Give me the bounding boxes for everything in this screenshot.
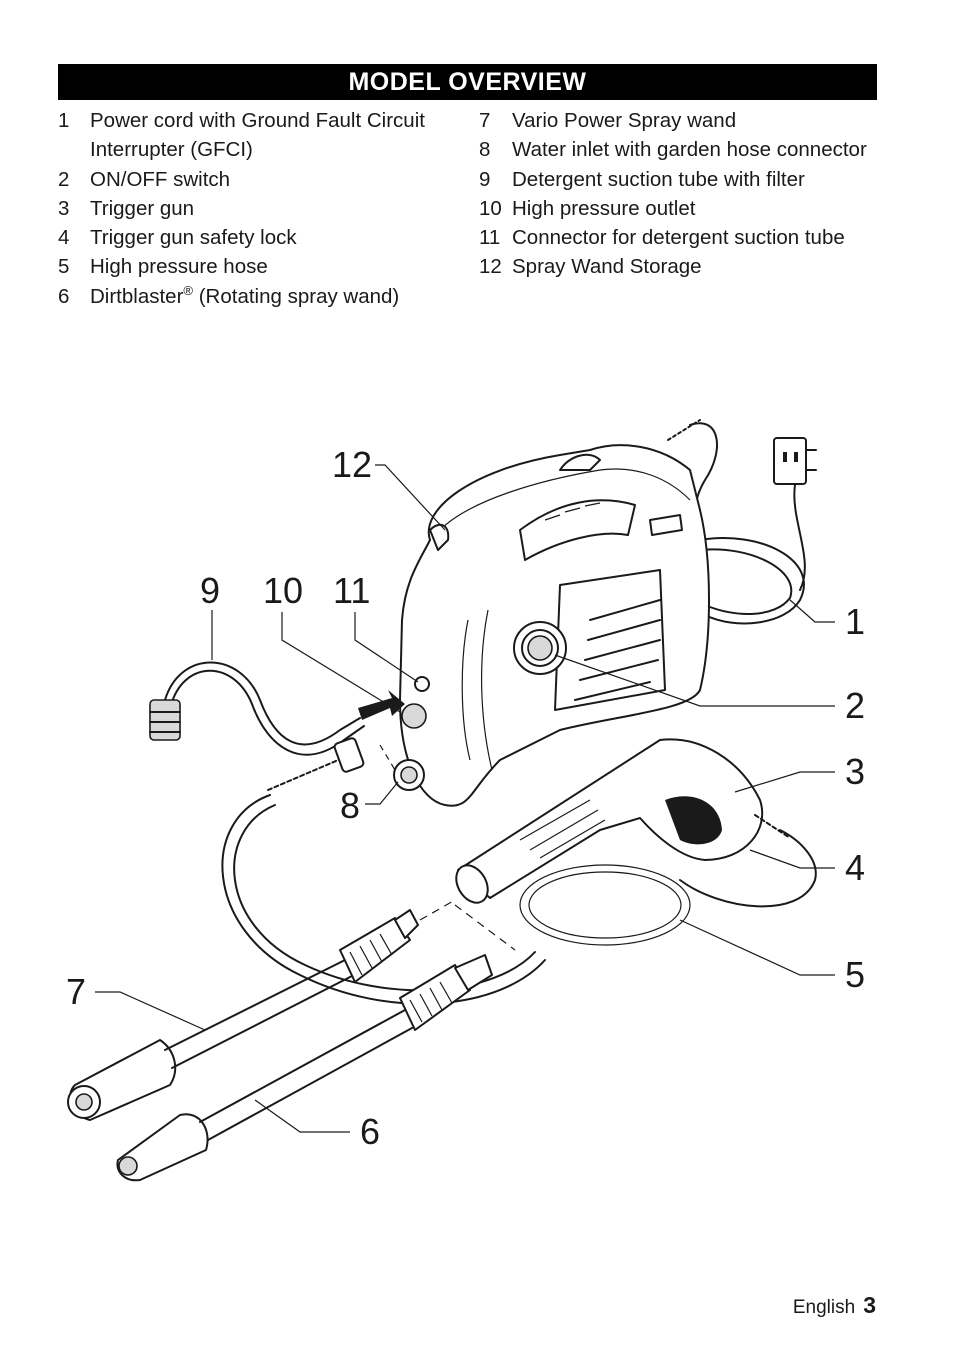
list-item: 9 Detergent suction tube with filter [479,165,889,194]
section-title-text: MODEL OVERVIEW [348,67,587,96]
list-item: 4 Trigger gun safety lock [58,223,458,252]
item-number: 10 [479,196,502,220]
item-number: 11 [479,226,501,250]
callout-leaders [95,464,835,1133]
page-footer: English 3 [793,1292,876,1319]
item-number: 9 [479,167,491,191]
callout-3: 3 [845,751,865,792]
item-number: 12 [479,255,502,279]
trigger-gun-illustration [455,738,791,904]
list-item: 12 Spray Wand Storage [479,252,889,281]
list-item: 7 Vario Power Spray wand [479,106,889,135]
vario-wand-illustration [67,909,419,1121]
item-number: 6 [58,284,70,308]
callout-12: 12 [332,444,372,485]
callout-9: 9 [200,570,220,611]
item-number: 4 [58,226,70,250]
item-label: Trigger gun [90,196,195,220]
suction-tube-illustration [149,661,405,756]
parts-list-right: 7 Vario Power Spray wand 8 Water inlet wit… [479,106,889,282]
parts-list-left: 1 Power cord with Ground Fault Circuit In… [58,106,458,311]
callout-7: 7 [66,971,86,1012]
footer-language: English [792,1297,856,1318]
pressure-washer-diagram: 1 2 3 4 5 6 7 8 9 10 11 12 [66,419,865,1182]
callout-5: 5 [845,954,865,995]
callout-2: 2 [845,685,865,726]
item-label: ON/OFF switch [90,167,231,191]
callout-11: 11 [333,570,370,611]
item-label: High pressure hose [90,255,268,279]
list-item: 3 Trigger gun [58,194,458,223]
washer-housing-illustration [393,444,710,807]
list-item: 6 Dirtblaster® (Rotating spray wand) [58,282,458,311]
list-item: 10 High pressure outlet [479,194,889,223]
item-number: 5 [58,255,70,279]
item-number: 1 [58,109,70,132]
item-number: 7 [479,109,491,132]
callout-4: 4 [845,847,865,888]
page-number: 3 [863,1292,876,1318]
item-label: Power cord with Ground Fault Circuit Int… [90,109,425,162]
callout-6: 6 [360,1111,380,1152]
callout-8: 8 [340,785,360,826]
callout-numbers: 1 2 3 4 5 6 7 8 9 10 11 12 [66,444,865,1152]
item-label: Spray Wand Storage [512,255,702,279]
item-label: Connector for detergent suction tube [512,226,845,250]
item-label: Vario Power Spray wand [512,109,737,132]
item-label: Trigger gun safety lock [90,226,297,250]
section-title: MODEL OVERVIEW [58,64,877,100]
item-label-suffix: (Rotating spray wand) [193,284,400,308]
item-number: 3 [58,196,70,220]
item-number: 2 [58,167,70,191]
list-item: 2 ON/OFF switch [58,165,458,194]
registered-mark: ® [183,282,194,298]
item-label: Water inlet with garden hose connector [512,138,867,162]
list-item: 1 Power cord with Ground Fault Circuit In… [58,106,458,165]
callout-1: 1 [845,601,865,642]
item-number: 8 [479,138,491,162]
dirtblaster-wand-illustration [116,954,493,1182]
list-item: 11 Connector for detergent suction tube [479,223,889,252]
list-item: 5 High pressure hose [58,252,458,281]
power-cord-illustration [667,419,817,625]
item-label: Detergent suction tube with filter [512,167,805,191]
list-item: 8 Water inlet with garden hose connector [479,135,889,164]
callout-10: 10 [263,570,303,611]
item-label: High pressure outlet [512,196,696,220]
item-label: Dirtblaster [90,284,184,308]
